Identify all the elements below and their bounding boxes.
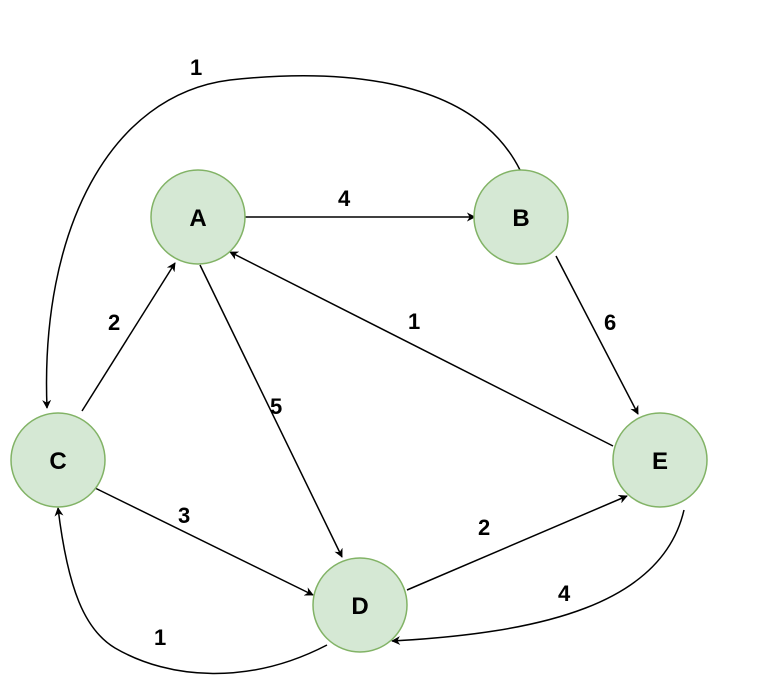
edge-e-to-a — [229, 251, 614, 447]
node-d-circle — [312, 557, 408, 653]
node-c-circle — [10, 412, 106, 508]
edge-d-to-e — [406, 495, 628, 591]
edge-label-b-c: 1 — [190, 55, 202, 80]
edge-label-a-b: 4 — [338, 186, 351, 211]
node-c: C — [10, 412, 106, 508]
node-e-circle — [612, 412, 708, 508]
node-e: E — [612, 412, 708, 508]
edge-label-c-a: 2 — [108, 310, 120, 335]
edges — [42, 75, 685, 675]
edge-label-d-e: 2 — [478, 515, 490, 540]
edge-label-e-d: 4 — [558, 581, 571, 606]
node-c-label: C — [49, 448, 66, 475]
node-a-label: A — [189, 205, 206, 232]
node-b-label: B — [512, 205, 529, 232]
edge-label-c-d: 3 — [178, 503, 190, 528]
edge-b-to-c — [42, 75, 521, 409]
edge-label-e-a: 1 — [408, 309, 420, 334]
nodes: A B C D E — [10, 169, 708, 653]
edge-c-to-a — [81, 262, 176, 412]
edge-labels: 4 1 2 5 6 1 3 2 4 1 — [108, 55, 616, 650]
edge-d-to-c — [54, 507, 328, 675]
edge-label-b-e: 6 — [604, 310, 616, 335]
node-b-circle — [473, 169, 569, 265]
edge-e-to-d — [391, 509, 685, 646]
node-b: B — [473, 169, 569, 265]
node-e-label: E — [652, 448, 668, 475]
node-d-label: D — [351, 593, 368, 620]
edge-label-d-c: 1 — [154, 625, 166, 650]
edge-a-to-d — [199, 264, 343, 558]
edge-label-a-d: 5 — [270, 394, 282, 419]
edge-b-to-e — [555, 255, 639, 415]
node-a: A — [150, 169, 246, 265]
node-d: D — [312, 557, 408, 653]
node-a-circle — [150, 169, 246, 265]
edge-c-to-d — [92, 486, 314, 596]
